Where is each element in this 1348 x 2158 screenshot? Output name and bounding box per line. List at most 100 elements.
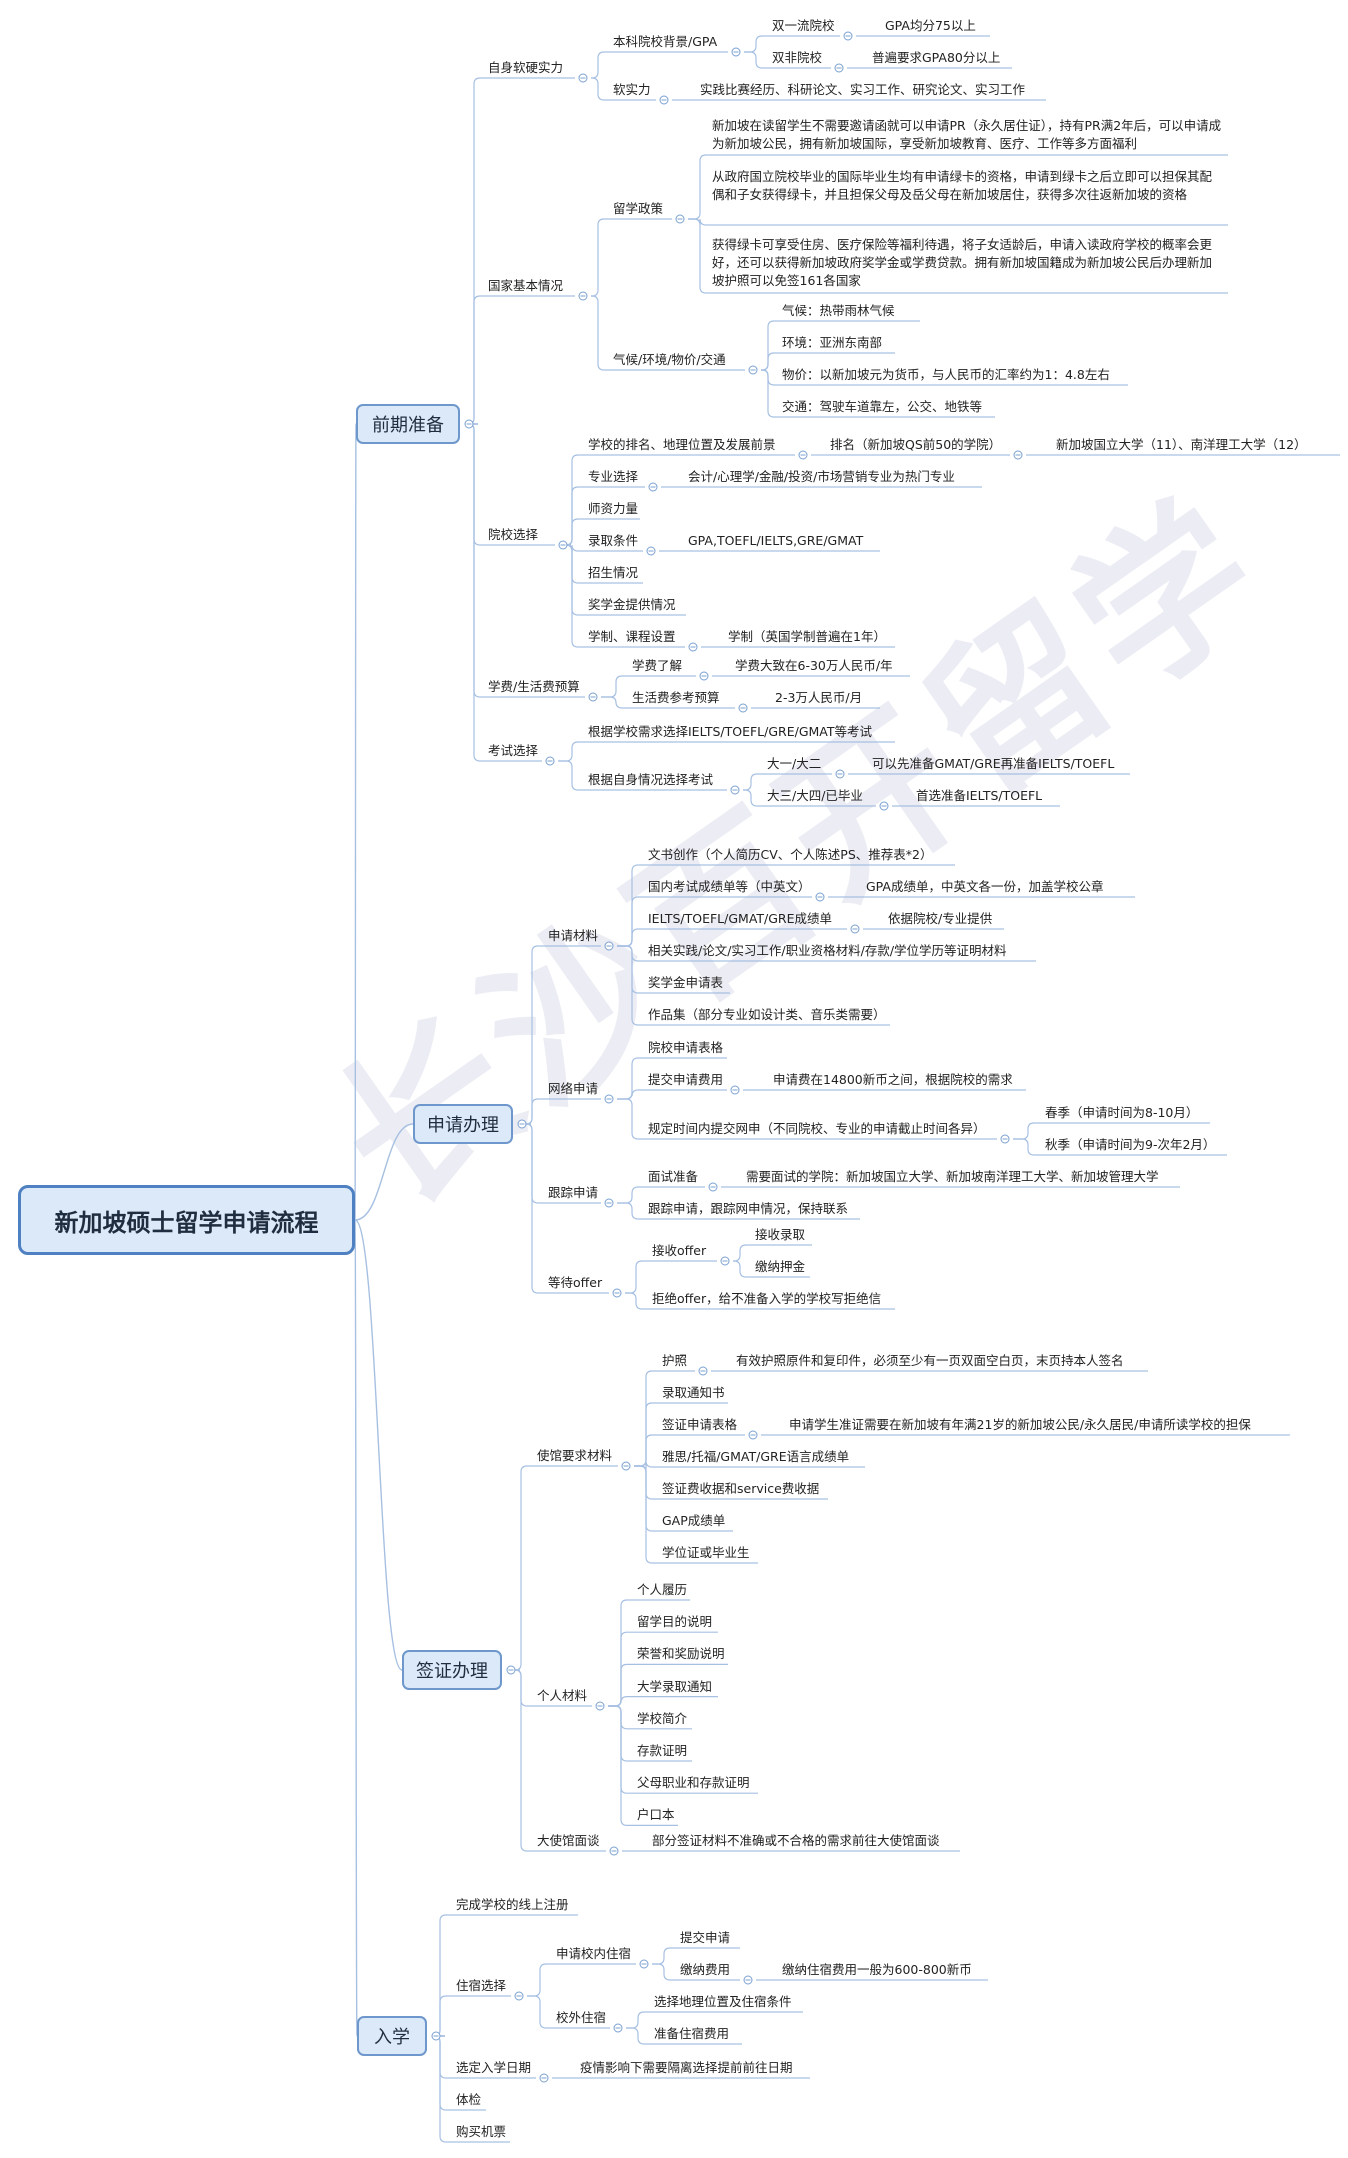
node-dasan-detail[interactable]: 首选准备IELTS/TOEFL [916,788,1042,806]
node-shuangfei[interactable]: 双非院校 [772,50,822,68]
node-biaoge[interactable]: 签证申请表格 [662,1417,737,1435]
node-ziyuan[interactable]: 自身软硬实力 [488,60,563,78]
branch-qianqi[interactable]: 前期准备 [356,404,460,444]
node-cailiao-2[interactable]: 国内考试成绩单等（中英文） [648,879,811,897]
node-cailiao-2-detail[interactable]: GPA成绩单，中英文各一份，加盖学校公章 [866,879,1103,897]
node-qihou-3[interactable]: 物价：以新加坡元为货币，与人民币的汇率约为1：4.8左右 [782,367,1110,385]
node-paiming-schools[interactable]: 新加坡国立大学（11）、南洋理工大学（12） [1056,437,1307,455]
node-xiaowai-1[interactable]: 选择地理位置及住宿条件 [654,1994,792,2012]
collapse-toggle-icon[interactable] [639,1959,649,1969]
node-dashiguan[interactable]: 大使馆面谈 [537,1833,600,1851]
collapse-toggle-icon[interactable] [613,2023,623,2033]
collapse-toggle-icon[interactable] [506,1665,516,1675]
node-geren-7[interactable]: 父母职业和存款证明 [637,1775,750,1793]
node-offer[interactable]: 等待offer [548,1275,602,1293]
collapse-toggle-icon[interactable] [743,1975,753,1985]
node-dayi[interactable]: 大一/大二 [767,756,821,774]
collapse-toggle-icon[interactable] [1000,1134,1010,1144]
node-geren-1[interactable]: 个人履历 [637,1582,687,1600]
branch-qianzheng[interactable]: 签证办理 [402,1650,502,1690]
collapse-toggle-icon[interactable] [578,291,588,301]
node-liuxue[interactable]: 留学政策 [613,201,663,219]
node-jiaona[interactable]: 缴纳费用 [680,1962,730,1980]
node-kaoshi-2[interactable]: 根据自身情况选择考试 [588,772,713,790]
collapse-toggle-icon[interactable] [514,1991,524,2001]
node-xuezhi[interactable]: 学制、课程设置 [588,629,676,647]
collapse-toggle-icon[interactable] [834,63,844,73]
node-xiaonei[interactable]: 申请校内住宿 [556,1946,631,1964]
node-shiguan[interactable]: 使馆要求材料 [537,1448,612,1466]
node-wangluo[interactable]: 网络申请 [548,1081,598,1099]
node-shenghuo[interactable]: 生活费参考预算 [632,690,720,708]
node-qihou-2[interactable]: 环境：亚洲东南部 [782,335,882,353]
collapse-toggle-icon[interactable] [748,365,758,375]
node-tijiao[interactable]: 提交申请 [680,1930,730,1948]
node-biaoge-detail[interactable]: 申请学生准证需要在新加坡有年满21岁的新加坡公民/永久居民/申请所读学校的担保 [789,1417,1251,1435]
collapse-toggle-icon[interactable] [464,419,474,429]
node-luqu-detail[interactable]: GPA,TOEFL/IELTS,GRE/GMAT [688,533,863,551]
node-dashiguan-detail[interactable]: 部分签证材料不准确或不合格的需求前往大使馆面谈 [652,1833,940,1851]
node-geren-4[interactable]: 大学录取通知 [637,1679,712,1697]
collapse-toggle-icon[interactable] [738,703,748,713]
node-wangluo-3[interactable]: 规定时间内提交网申（不同院校、专业的申请截止时间各异） [648,1121,986,1139]
node-shuangyiliu-gpa[interactable]: GPA均分75以上 [885,18,976,36]
node-paiming[interactable]: 学校的排名、地理位置及发展前景 [588,437,776,455]
collapse-toggle-icon[interactable] [675,214,685,224]
node-ruanshili-detail[interactable]: 实践比赛经历、科研论文、实习工作、研究论文、实习工作 [700,82,1025,100]
node-luqutongzhi[interactable]: 录取通知书 [662,1385,725,1403]
collapse-toggle-icon[interactable] [578,73,588,83]
collapse-toggle-icon[interactable] [609,1846,619,1856]
node-xuewei[interactable]: 学位证或毕业生 [662,1545,750,1563]
collapse-toggle-icon[interactable] [731,47,741,57]
node-huzhao[interactable]: 护照 [662,1353,687,1371]
node-benke[interactable]: 本科院校背景/GPA [613,34,717,52]
node-cailiao[interactable]: 申请材料 [548,928,598,946]
node-shizi[interactable]: 师资力量 [588,501,638,519]
node-geren-5[interactable]: 学校简介 [637,1711,687,1729]
collapse-toggle-icon[interactable] [659,95,669,105]
node-genzong-detail[interactable]: 跟踪申请，跟踪网申情况，保持联系 [648,1201,848,1219]
node-yuanxiao[interactable]: 院校选择 [488,527,538,545]
node-zhuanye[interactable]: 专业选择 [588,469,638,487]
node-jieshou-1[interactable]: 接收录取 [755,1227,805,1245]
node-xiaowai[interactable]: 校外住宿 [556,2010,606,2028]
node-qiuji[interactable]: 秋季（申请时间为9-次年2月） [1045,1137,1215,1155]
node-shenghuo-detail[interactable]: 2-3万人民币/月 [775,690,862,708]
collapse-toggle-icon[interactable] [621,1461,631,1471]
node-riqi[interactable]: 选定入学日期 [456,2060,531,2078]
collapse-toggle-icon[interactable] [720,1256,730,1266]
node-shuangfei-gpa[interactable]: 普遍要求GPA80分以上 [872,50,1000,68]
collapse-toggle-icon[interactable] [545,756,555,766]
collapse-toggle-icon[interactable] [539,2073,549,2083]
node-cailiao-4[interactable]: 相关实践/论文/实习工作/职业资格材料/存款/学位学历等证明材料 [648,943,1007,961]
collapse-toggle-icon[interactable] [558,540,568,550]
node-dasan[interactable]: 大三/大四/已毕业 [767,788,863,806]
collapse-toggle-icon[interactable] [815,892,825,902]
node-geren-6[interactable]: 存款证明 [637,1743,687,1761]
node-mianshi[interactable]: 面试准备 [648,1169,698,1187]
node-zhuanye-detail[interactable]: 会计/心理学/金融/投资/市场营销专业为热门专业 [688,469,955,487]
node-jieshou[interactable]: 接收offer [652,1243,706,1261]
node-kaoshi[interactable]: 考试选择 [488,743,538,761]
node-gap[interactable]: GAP成绩单 [662,1513,725,1531]
node-jiaona-detail[interactable]: 缴纳住宿费用一般为600-800新币 [782,1962,972,1980]
node-chunji[interactable]: 春季（申请时间为8-10月） [1045,1105,1198,1123]
node-yasi[interactable]: 雅思/托福/GMAT/GRE语言成绩单 [662,1449,849,1467]
branch-ruxue[interactable]: 入学 [357,2016,427,2056]
collapse-toggle-icon[interactable] [730,785,740,795]
node-geren-8[interactable]: 户口本 [637,1807,675,1825]
node-xuezhi-detail[interactable]: 学制（英国学制普遍在1年） [728,629,886,647]
node-guojia[interactable]: 国家基本情况 [488,278,563,296]
collapse-toggle-icon[interactable] [730,1085,740,1095]
node-feiyong[interactable]: 签证费收据和service费收据 [662,1481,819,1499]
node-qihou-1[interactable]: 气候：热带雨林气候 [782,303,895,321]
collapse-toggle-icon[interactable] [588,692,598,702]
node-geren-2[interactable]: 留学目的说明 [637,1614,712,1632]
node-tijian[interactable]: 体检 [456,2092,481,2110]
node-riqi-detail[interactable]: 疫情影响下需要隔离选择提前前往日期 [580,2060,793,2078]
node-wangluo-2-detail[interactable]: 申请费在14800新币之间，根据院校的需求 [773,1072,1013,1090]
node-qihou-4[interactable]: 交通：驾驶车道靠左，公交、地铁等 [782,399,982,417]
collapse-toggle-icon[interactable] [843,31,853,41]
collapse-toggle-icon[interactable] [517,1119,527,1129]
node-zhuce[interactable]: 完成学校的线上注册 [456,1897,569,1915]
